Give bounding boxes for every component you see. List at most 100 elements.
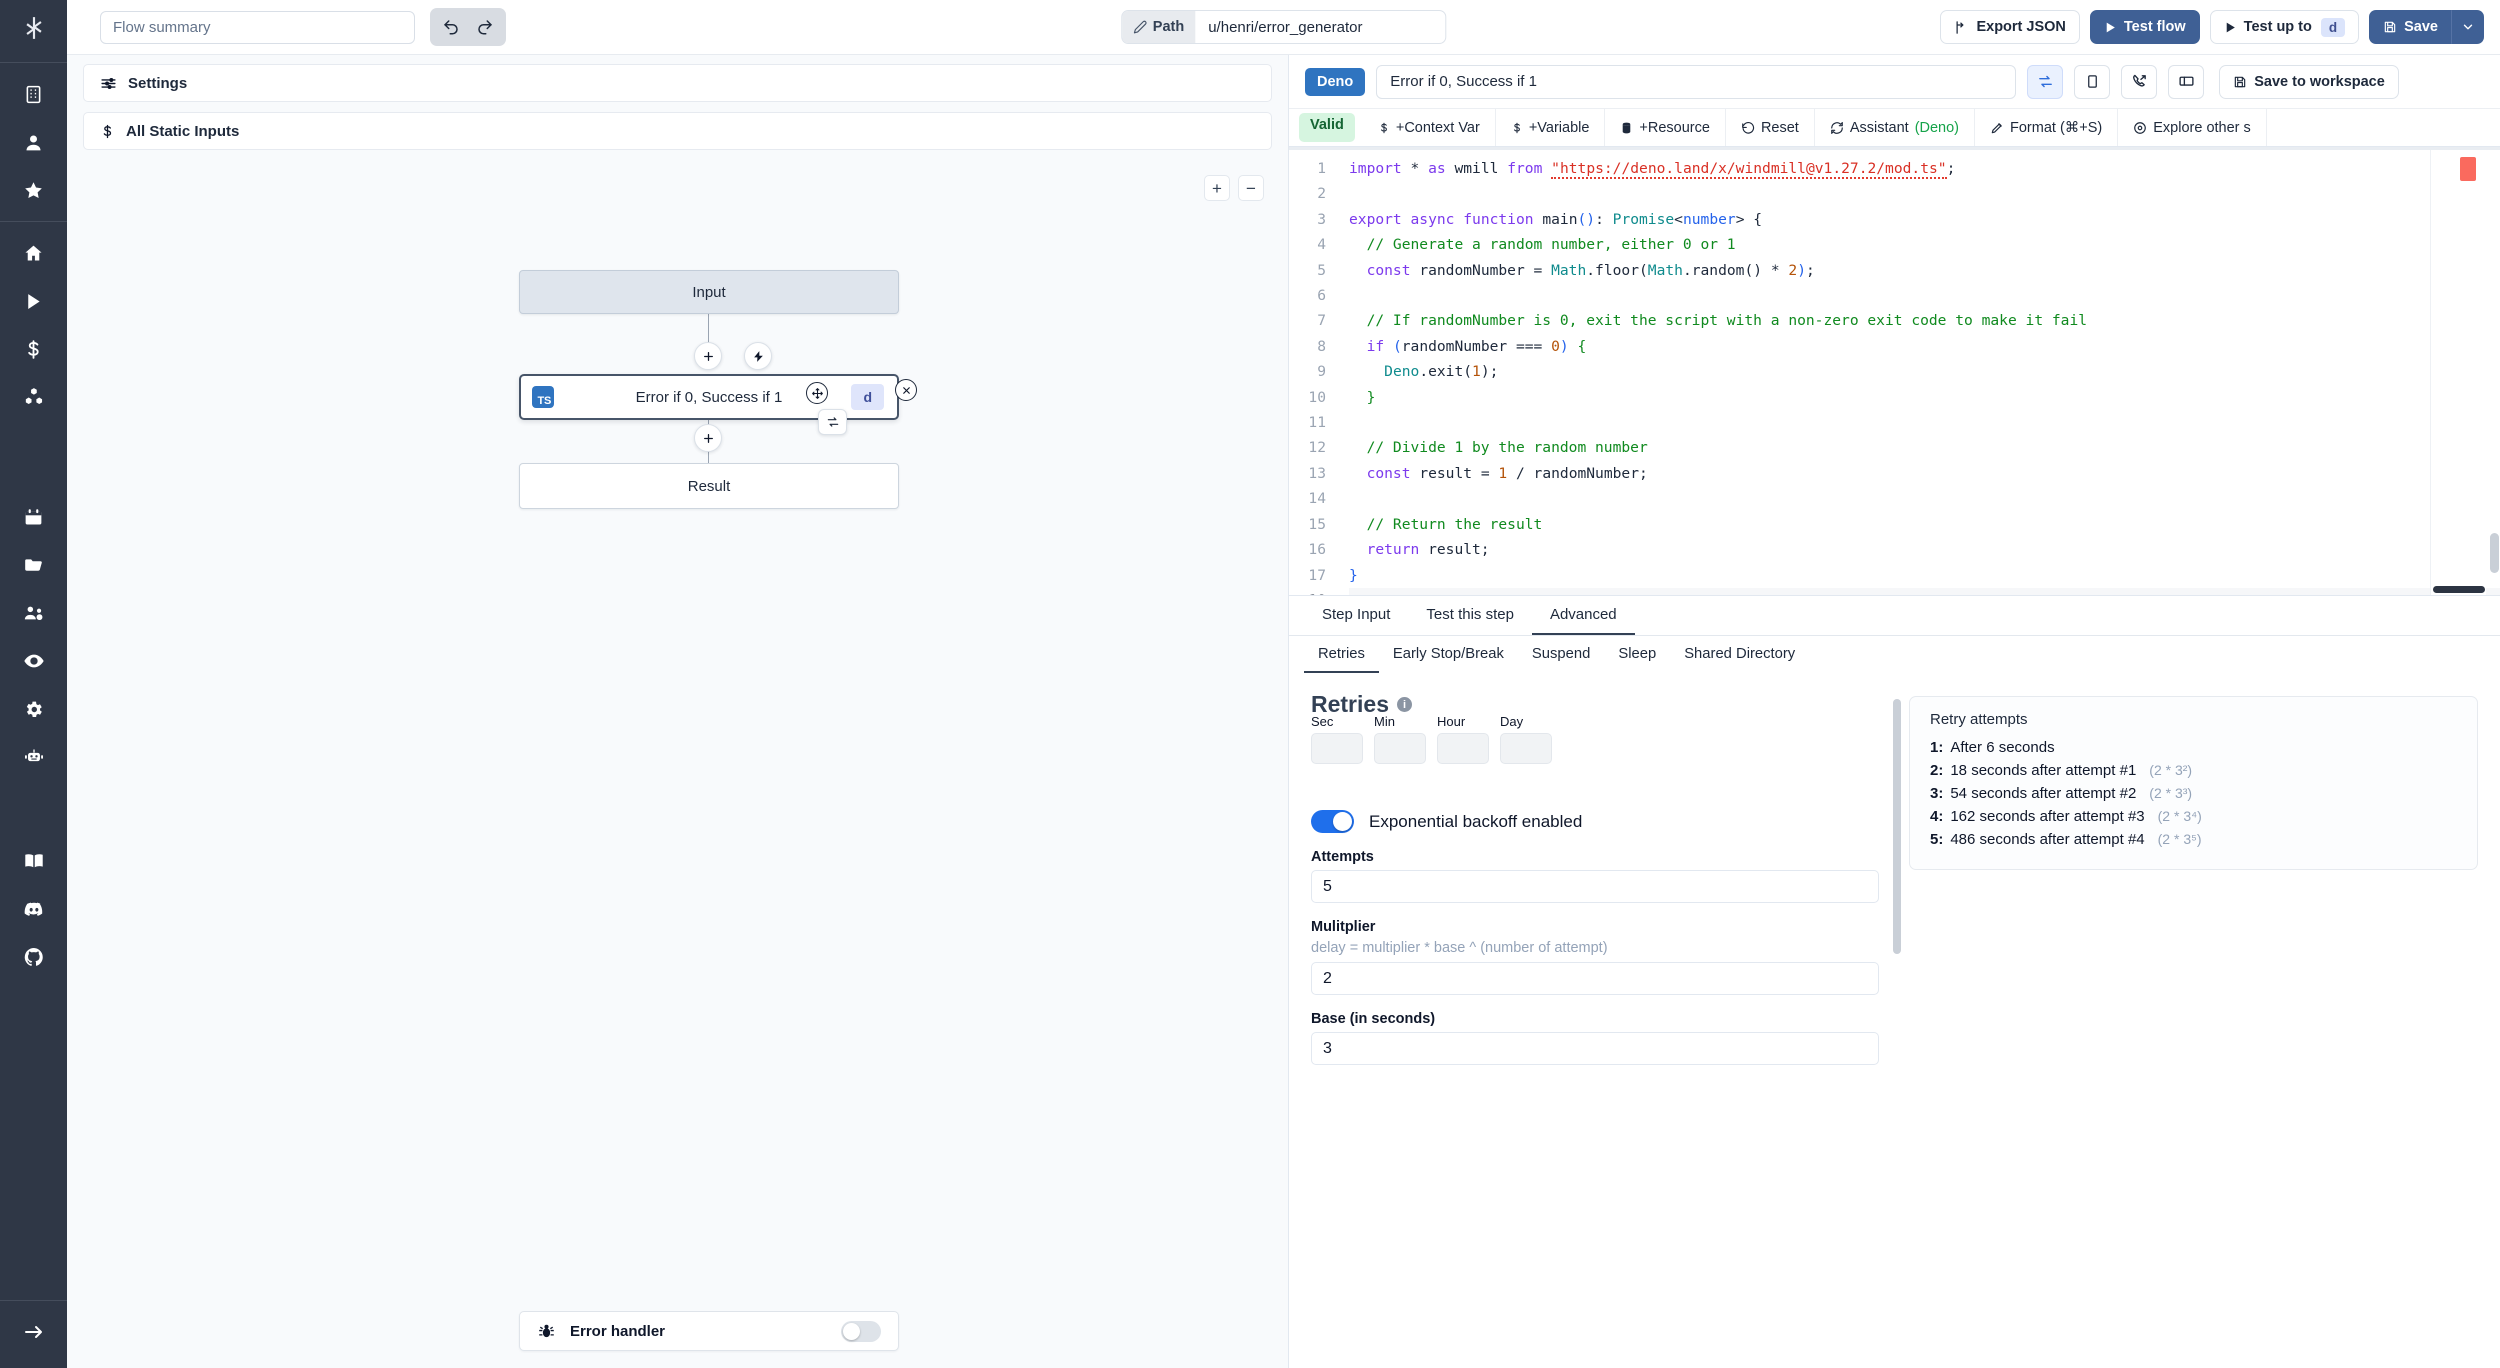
editor-minimap[interactable] <box>2430 150 2486 595</box>
add-step-button-top[interactable] <box>694 342 722 370</box>
export-json-label: Export JSON <box>1976 19 2066 35</box>
delay-min-input[interactable] <box>1374 733 1426 764</box>
github-icon[interactable] <box>0 933 67 981</box>
retry-icon[interactable] <box>2027 64 2064 99</box>
groups-icon[interactable] <box>0 589 67 637</box>
attempts-input[interactable] <box>1311 870 1879 903</box>
editor-horizontal-scrollbar[interactable] <box>2433 586 2485 593</box>
static-inputs-accordion[interactable]: All Static Inputs <box>83 112 1272 150</box>
discord-icon[interactable] <box>0 885 67 933</box>
folders-icon[interactable] <box>0 541 67 589</box>
flow-graph-canvas[interactable]: + − Input <box>67 160 1288 1368</box>
redo-icon[interactable] <box>468 12 502 42</box>
step-detail-body: Deno Save to workspace <box>1289 55 2500 1368</box>
flow-path-field[interactable]: Path u/henri/error_generator <box>1120 10 1447 44</box>
error-handler-toggle[interactable] <box>841 1320 881 1342</box>
editor-vertical-scrollbar[interactable] <box>2490 533 2499 573</box>
rail-group-top <box>0 70 67 214</box>
code-lines[interactable]: import * as wmill from "https://deno.lan… <box>1337 156 2500 595</box>
format-button[interactable]: Format (⌘+S) <box>1975 109 2119 146</box>
reset-button[interactable]: Reset <box>1726 109 1815 146</box>
code-line <box>1349 410 2500 435</box>
home-icon[interactable] <box>0 229 67 277</box>
stop-icon[interactable] <box>2074 64 2111 99</box>
subtab-suspend[interactable]: Suspend <box>1531 645 1591 662</box>
subtab-retries[interactable]: Retries <box>1304 636 1379 673</box>
tab-advanced[interactable]: Advanced <box>1531 595 1635 635</box>
retry-attempt-row: 5: 486 seconds after attempt #4 (2 * 3⁵) <box>1930 828 2457 851</box>
runs-icon[interactable] <box>0 277 67 325</box>
add-context-var-button[interactable]: +Context Var <box>1363 109 1496 146</box>
step-name-input[interactable] <box>1376 64 2017 99</box>
tab-test-this-step[interactable]: Test this step <box>1426 605 1514 623</box>
save-button[interactable]: Save <box>2369 10 2452 44</box>
zoom-out-button[interactable]: − <box>1238 175 1264 201</box>
schedules-icon[interactable] <box>0 493 67 541</box>
top-toolbar: Path u/henri/error_generator Export JSON… <box>67 0 2500 55</box>
docs-icon[interactable] <box>0 837 67 885</box>
assistant-button[interactable]: Assistant (Deno) <box>1815 109 1976 146</box>
error-handler-bar[interactable]: Error handler <box>519 1311 899 1351</box>
variables-icon[interactable] <box>0 325 67 373</box>
user-icon[interactable] <box>0 118 67 166</box>
step-retry-indicator-icon[interactable] <box>818 409 847 435</box>
delay-day-input[interactable] <box>1500 733 1552 764</box>
save-dropdown-chevron-down-icon[interactable] <box>2452 10 2484 44</box>
expand-sidebar-icon[interactable] <box>0 1308 67 1356</box>
undo-icon[interactable] <box>434 12 468 42</box>
windmill-logo-icon[interactable] <box>0 0 67 55</box>
add-variable-button[interactable]: +Variable <box>1496 109 1606 146</box>
settings-icon[interactable] <box>0 685 67 733</box>
multiplier-input[interactable] <box>1311 962 1879 995</box>
path-value[interactable]: u/henri/error_generator <box>1208 18 1363 36</box>
subtab-shared-directory[interactable]: Shared Directory <box>1684 645 1796 662</box>
attempt-number: 5: <box>1930 831 1944 848</box>
flow-node-result[interactable]: Result <box>519 463 899 509</box>
settings-accordion[interactable]: Settings <box>83 64 1272 102</box>
code-line: import * as wmill from "https://deno.lan… <box>1349 160 1956 179</box>
exponential-backoff-toggle[interactable] <box>1311 810 1354 833</box>
attempt-text: After 6 seconds <box>1950 739 2055 756</box>
info-icon[interactable]: i <box>1396 697 1412 712</box>
retries-panel-scrollbar[interactable] <box>1893 699 1901 954</box>
save-to-workspace-button[interactable]: Save to workspace <box>2219 64 2399 99</box>
valid-status-badge: Valid <box>1299 113 1355 142</box>
delay-hour-label: Hour <box>1437 714 1466 729</box>
subtab-early-stop-break[interactable]: Early Stop/Break <box>1392 645 1504 662</box>
workers-icon[interactable] <box>0 733 67 781</box>
test-flow-label: Test flow <box>2123 19 2186 35</box>
delete-step-close-icon[interactable] <box>895 379 917 401</box>
code-line: const randomNumber = Math.floor(Math.ran… <box>1366 261 1815 279</box>
suspend-icon[interactable] <box>2121 64 2158 99</box>
explore-other-scripts-button[interactable]: Explore other s <box>2118 109 2267 146</box>
zoom-in-button[interactable]: + <box>1204 175 1230 201</box>
delay-hour-input[interactable] <box>1437 733 1489 764</box>
flow-summary-input[interactable] <box>100 10 415 44</box>
delay-min-label: Min <box>1374 714 1395 729</box>
add-trigger-button[interactable] <box>744 342 772 370</box>
drag-move-handle-icon[interactable] <box>806 382 828 404</box>
tab-step-input[interactable]: Step Input <box>1322 605 1391 623</box>
star-icon[interactable] <box>0 166 67 214</box>
flow-node-step-id: d <box>851 384 884 410</box>
format-label: Format (⌘+S) <box>2010 119 2103 136</box>
resources-icon[interactable] <box>0 373 67 421</box>
cache-icon[interactable] <box>2168 64 2205 99</box>
delay-sec-input[interactable] <box>1311 733 1363 764</box>
export-json-button[interactable]: Export JSON <box>1940 10 2080 44</box>
advanced-subtabs: Retries Early Stop/Break Suspend Sleep S… <box>1289 636 2500 673</box>
workspace-icon[interactable] <box>0 70 67 118</box>
test-up-to-button[interactable]: Test up to d <box>2209 10 2360 44</box>
flow-node-input[interactable]: Input <box>519 270 899 314</box>
base-input[interactable] <box>1311 1032 1879 1065</box>
add-step-button-bottom[interactable] <box>694 424 722 452</box>
flow-editor-pane: Settings All Static Inputs + − <box>67 0 1289 1368</box>
sliders-icon <box>101 77 116 89</box>
test-flow-button[interactable]: Test flow <box>2089 10 2200 44</box>
audit-logs-icon[interactable] <box>0 637 67 685</box>
subtab-sleep[interactable]: Sleep <box>1618 645 1657 662</box>
add-resource-button[interactable]: +Resource <box>1605 109 1726 146</box>
